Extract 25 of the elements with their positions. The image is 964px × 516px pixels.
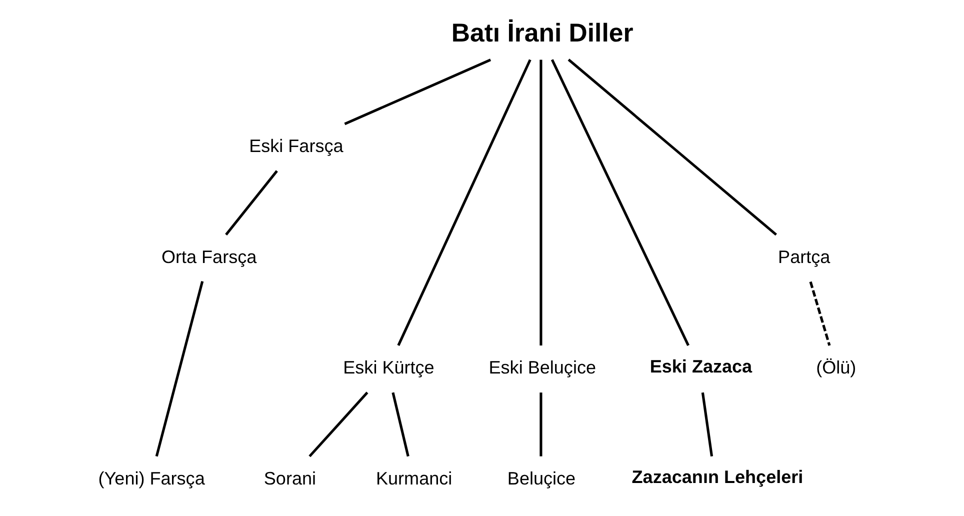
connector [344,58,492,126]
connector [701,392,714,456]
connector [397,59,532,346]
node-text: Beluçice [507,468,576,488]
connector [308,392,368,458]
connector [550,59,690,346]
connector [540,60,542,346]
node-text: (Ölü) [816,358,856,378]
node-text: Eski Kürtçe [343,358,434,378]
connector [809,281,831,346]
connector [392,392,410,457]
node-text: Orta Farsça [161,246,257,267]
node-text: Eski Farsça [249,136,344,156]
node-text: Partça [778,246,830,267]
node-text: Eski Beluçice [488,358,596,378]
connector [225,170,278,236]
node-text: Sorani [264,468,316,488]
connector [540,392,542,456]
node-text: Eski Zazaca [650,356,752,376]
node-text: (Yeni) Farsça [98,468,205,488]
node-text: Zazacanın Lehçeleri [632,467,804,488]
node-text: Batı İrani Diller [451,20,634,48]
connector [568,58,777,236]
node-text: Kurmanci [376,468,452,488]
connector [155,280,204,457]
